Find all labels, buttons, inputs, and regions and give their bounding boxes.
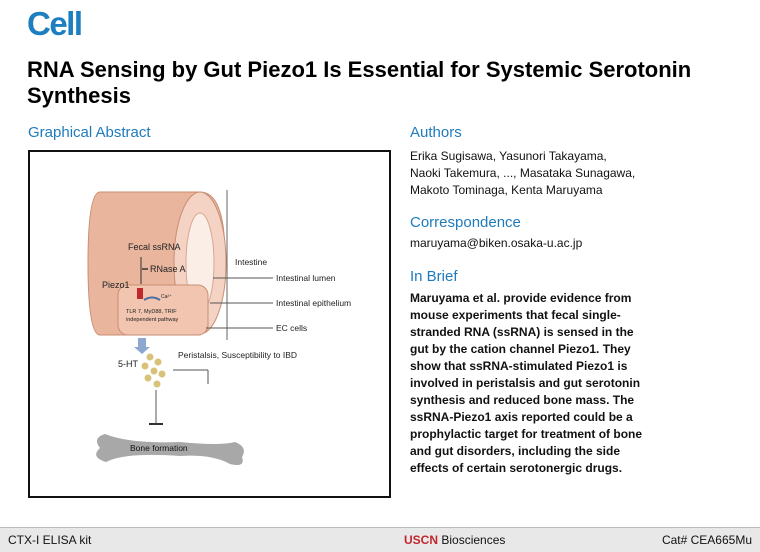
piezo-label: Piezo1	[102, 280, 130, 290]
brief-line: ssRNA-Piezo1 axis reported could be a	[410, 410, 633, 424]
rnase-label: RNase A	[150, 264, 186, 274]
cell-logo: Cell	[27, 5, 83, 42]
lumen-label: Intestinal lumen	[276, 273, 336, 283]
brief-line: stranded RNA (ssRNA) is sensed in the	[410, 325, 634, 339]
correspondence-email[interactable]: maruyama@biken.osaka-u.ac.jp	[410, 236, 583, 250]
ec-label: EC cells	[276, 323, 307, 333]
brief-line: show that ssRNA-stimulated Piezo1 is	[410, 359, 628, 373]
brief-line: and gut disorders, including the side	[410, 444, 621, 458]
brief-line: mouse experiments that fecal single-	[410, 308, 621, 322]
bone-label: Bone formation	[130, 443, 188, 453]
brief-line: involved in peristalsis and gut serotoni…	[410, 376, 641, 390]
ht-label: 5-HT	[118, 359, 139, 369]
footer-bar: CTX-I ELISA kit USCN Biosciences Cat# CE…	[0, 527, 760, 552]
tlr-label: TLR 7, MyD88, TRIF	[126, 309, 177, 315]
fecal-label: Fecal ssRNA	[128, 242, 181, 252]
brief-line: synthesis and reduced bone mass. The	[410, 393, 635, 407]
in-brief-text: Maruyama et al. provide evidence from mo…	[410, 290, 670, 477]
epithelium-label: Intestinal epithelium	[276, 298, 351, 308]
graphical-abstract-figure: Fecal ssRNA RNase A Piezo1 Ca²⁺ TLR 7, M…	[28, 150, 391, 498]
footer-brand: USCN	[404, 533, 439, 547]
authors-heading: Authors	[410, 124, 462, 141]
graphical-abstract-diagram: Fecal ssRNA RNase A Piezo1 Ca²⁺ TLR 7, M…	[87, 190, 351, 466]
bone-shape	[96, 434, 244, 466]
ca-label: Ca²⁺	[161, 294, 172, 300]
footer-company: USCN Biosciences	[404, 533, 505, 547]
independent-label: independent pathway	[126, 317, 179, 323]
brief-line: effects of certain serotonergic drugs.	[410, 461, 623, 475]
correspondence-heading: Correspondence	[410, 214, 521, 231]
ca-arrow	[143, 296, 161, 301]
author-line: Makoto Tominaga, Kenta Maruyama	[410, 183, 603, 197]
intestine-label: Intestine	[235, 257, 267, 267]
author-line: Erika Sugisawa, Yasunori Takayama,	[410, 149, 607, 163]
brief-line: gut by the cation channel Piezo1. They	[410, 342, 631, 356]
graphical-abstract-heading: Graphical Abstract	[28, 124, 151, 141]
author-line: Naoki Takemura, ..., Masataka Sunagawa,	[410, 166, 636, 180]
brief-line: prophylactic target for treatment of bon…	[410, 427, 643, 441]
down-arrow	[134, 338, 150, 354]
article-title: RNA Sensing by Gut Piezo1 Is Essential f…	[27, 57, 692, 108]
footer-catalog: Cat# CEA665Mu	[661, 533, 752, 547]
footer-brand-rest: Biosciences	[438, 533, 506, 547]
brief-line: Maruyama et al. provide evidence from	[410, 291, 632, 305]
in-brief-heading: In Brief	[410, 268, 458, 285]
authors-list: Erika Sugisawa, Yasunori Takayama, Naoki…	[410, 148, 740, 199]
serotonin-dots	[141, 353, 166, 388]
peristalsis-label: Peristalsis, Susceptibility to IBD	[178, 350, 297, 360]
piezo1-channel	[137, 288, 143, 299]
footer-product: CTX-I ELISA kit	[8, 533, 92, 547]
